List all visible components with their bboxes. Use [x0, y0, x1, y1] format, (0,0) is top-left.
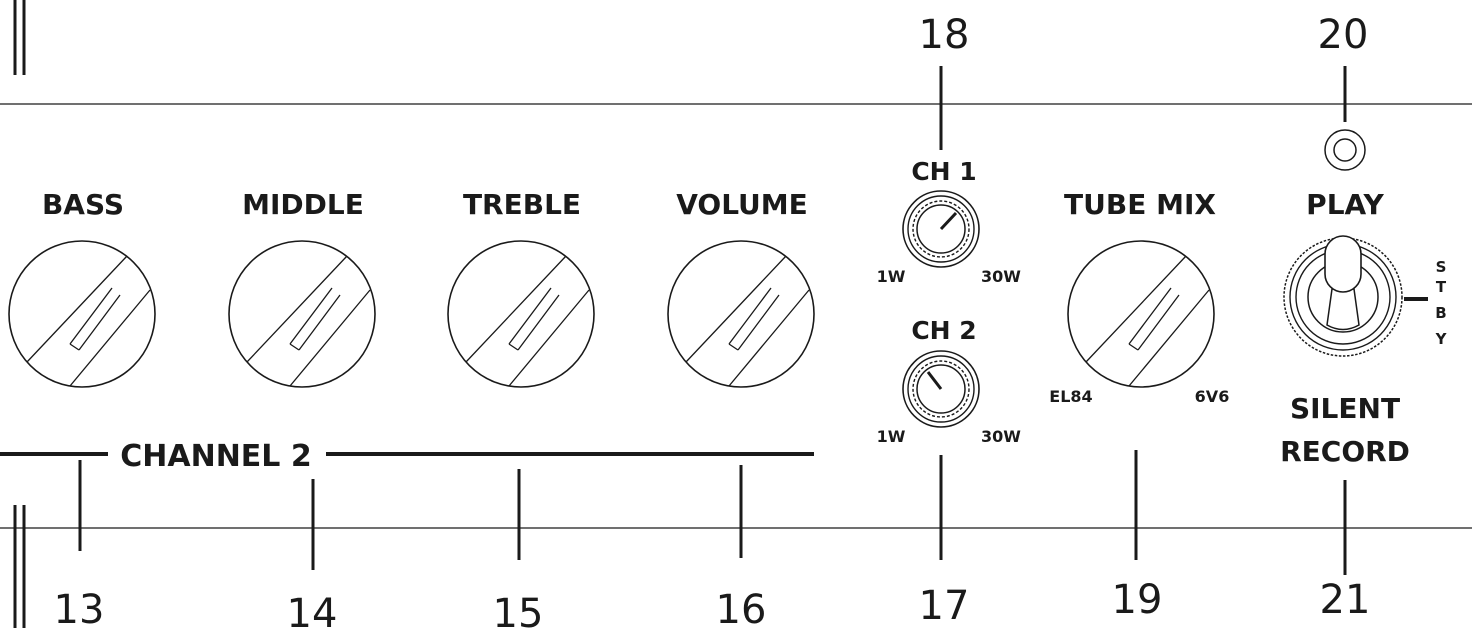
stby-letter-s: S — [1436, 258, 1447, 276]
callout-13: 13 — [54, 587, 105, 628]
record-label: RECORD — [1280, 435, 1410, 468]
ch2-label: CH 2 — [911, 316, 976, 345]
middle-label: MIDDLE — [242, 188, 364, 221]
ch1-max-label: 30W — [981, 267, 1021, 286]
ch1-label: CH 1 — [911, 157, 976, 186]
bass-label: BASS — [42, 188, 124, 221]
volume-knob[interactable] — [667, 240, 815, 388]
play-led-inner — [1333, 138, 1357, 162]
callout-14: 14 — [287, 591, 338, 628]
ch2-max-label: 30W — [981, 427, 1021, 446]
volume-label: VOLUME — [676, 188, 808, 221]
channel-2-label: CHANNEL 2 — [120, 439, 311, 474]
stby-letter-b: B — [1435, 304, 1446, 322]
leader-lines — [78, 66, 1347, 575]
ch2-min-label: 1W — [877, 427, 906, 446]
silent-label: SILENT — [1290, 392, 1400, 425]
bass-knob[interactable] — [8, 240, 156, 388]
callout-16: 16 — [716, 587, 767, 628]
treble-label: TREBLE — [463, 188, 581, 221]
stby-letter-t: T — [1436, 278, 1447, 296]
middle-knob[interactable] — [228, 240, 376, 388]
play-standby-toggle[interactable] — [1283, 235, 1403, 357]
callout-21: 21 — [1320, 577, 1371, 623]
ch2-knob-pointer — [926, 371, 943, 390]
callout-15: 15 — [493, 591, 544, 628]
ch1-min-label: 1W — [877, 267, 906, 286]
callout-17: 17 — [919, 583, 970, 628]
treble-knob[interactable] — [447, 240, 595, 388]
tube-mix-knob[interactable] — [1067, 240, 1215, 388]
callout-20: 20 — [1318, 12, 1369, 58]
stby-letter-y: Y — [1435, 330, 1448, 348]
callout-18: 18 — [919, 12, 970, 58]
tube-mix-label: TUBE MIX — [1064, 188, 1216, 221]
ch1-knob-pointer — [939, 211, 958, 231]
tube-mix-right-label: 6V6 — [1195, 387, 1230, 406]
tube-mix-left-label: EL84 — [1049, 387, 1092, 406]
play-label: PLAY — [1306, 188, 1384, 221]
callout-19: 19 — [1112, 577, 1163, 623]
